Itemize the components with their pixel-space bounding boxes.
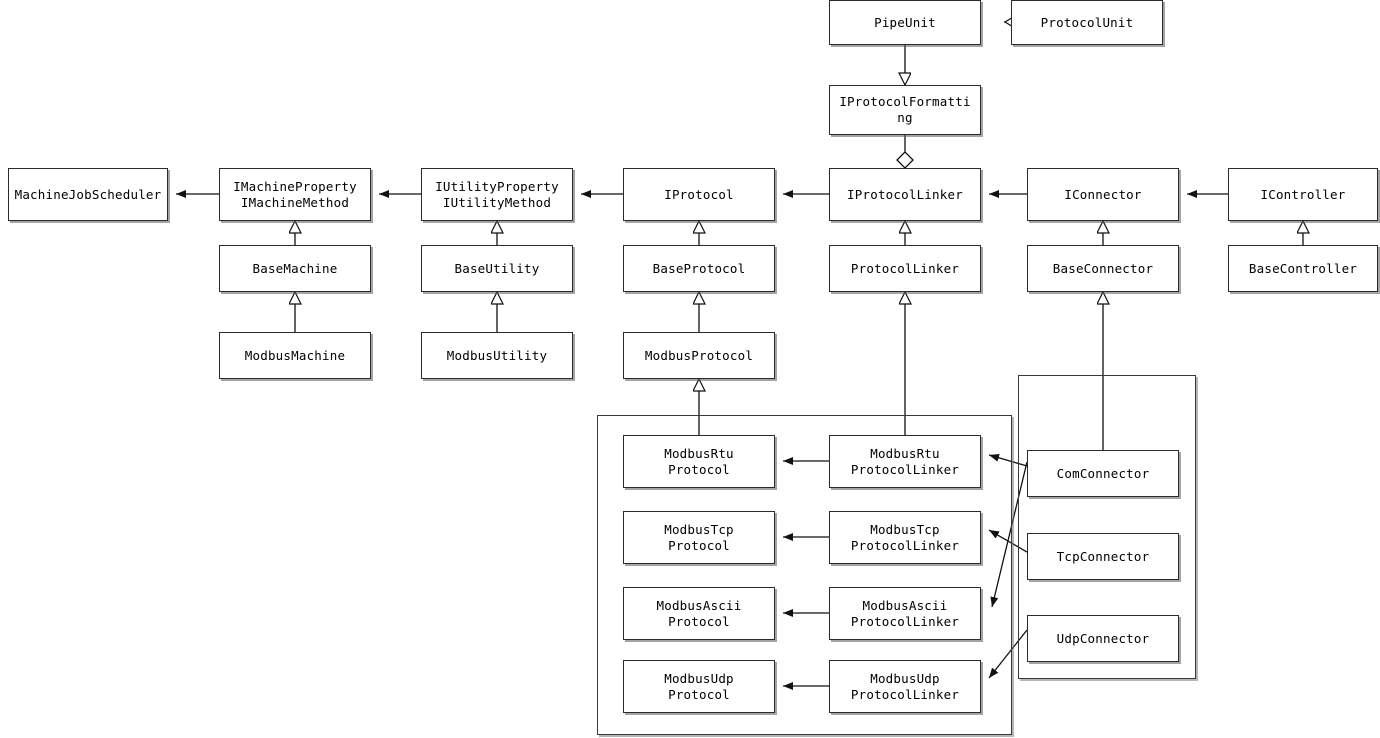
class-node-IProtocol[interactable]: IProtocol — [623, 168, 775, 221]
class-node-label: IProtocolLinker — [847, 186, 963, 202]
class-node-BaseUtility[interactable]: BaseUtility — [421, 245, 573, 292]
class-node-ModbusRtuProtocol[interactable]: ModbusRtu Protocol — [623, 435, 775, 488]
class-node-IController[interactable]: IController — [1228, 168, 1378, 221]
class-node-label: ModbusRtu ProtocolLinker — [850, 445, 960, 477]
class-node-ModbusAsciiProtocolLinker[interactable]: ModbusAscii ProtocolLinker — [829, 587, 981, 640]
class-node-label: UdpConnector — [1056, 630, 1150, 646]
class-node-label: ModbusUdp ProtocolLinker — [850, 670, 960, 702]
class-node-BaseController[interactable]: BaseController — [1228, 245, 1378, 292]
class-node-TcpConnector[interactable]: TcpConnector — [1027, 533, 1179, 580]
class-node-IConnector[interactable]: IConnector — [1027, 168, 1179, 221]
class-node-ModbusTcpProtocol[interactable]: ModbusTcp Protocol — [623, 511, 775, 564]
class-node-label: BaseProtocol — [652, 260, 746, 276]
class-node-label: ModbusUtility — [446, 347, 548, 363]
class-node-label: IMachineProperty IMachineMethod — [233, 178, 357, 210]
class-node-label: PipeUnit — [874, 14, 936, 30]
class-node-label: ModbusAscii Protocol — [656, 597, 742, 629]
class-node-label: IProtocolFormatti ng — [839, 94, 971, 125]
class-node-ModbusProtocol[interactable]: ModbusProtocol — [623, 332, 775, 379]
class-node-label: ProtocolUnit — [1040, 14, 1134, 30]
class-node-BaseConnector[interactable]: BaseConnector — [1027, 245, 1179, 292]
class-node-ProtocolUnit[interactable]: ProtocolUnit — [1011, 0, 1163, 45]
class-node-ComConnector[interactable]: ComConnector — [1027, 450, 1179, 497]
class-node-label: BaseConnector — [1052, 260, 1154, 276]
modbus-protocol-group — [597, 415, 1012, 735]
class-node-ModbusTcpProtocolLinker[interactable]: ModbusTcp ProtocolLinker — [829, 511, 981, 564]
class-node-BaseMachine[interactable]: BaseMachine — [219, 245, 371, 292]
class-node-label: BaseController — [1248, 260, 1358, 276]
connector-group — [1018, 375, 1196, 679]
class-node-label: ModbusTcp Protocol — [664, 521, 734, 553]
class-node-PipeUnit[interactable]: PipeUnit — [829, 0, 981, 45]
class-node-label: BaseMachine — [252, 260, 338, 276]
class-node-label: ModbusRtu Protocol — [664, 445, 734, 477]
class-node-ProtocolLinker[interactable]: ProtocolLinker — [829, 245, 981, 292]
class-node-ModbusUdpProtocolLinker[interactable]: ModbusUdp ProtocolLinker — [829, 660, 981, 713]
class-node-label: ProtocolLinker — [850, 260, 960, 276]
class-node-ModbusMachine[interactable]: ModbusMachine — [219, 332, 371, 379]
class-node-label: IConnector — [1064, 186, 1142, 202]
class-node-label: ModbusUdp Protocol — [664, 670, 734, 702]
class-node-label: IController — [1260, 186, 1346, 202]
class-node-BaseProtocol[interactable]: BaseProtocol — [623, 245, 775, 292]
class-node-ModbusUtility[interactable]: ModbusUtility — [421, 332, 573, 379]
class-node-IUtilityProperty[interactable]: IUtilityProperty IUtilityMethod — [421, 168, 573, 221]
class-node-ModbusRtuProtocolLinker[interactable]: ModbusRtu ProtocolLinker — [829, 435, 981, 488]
class-node-label: ModbusProtocol — [644, 347, 754, 363]
class-node-label: BaseUtility — [454, 260, 540, 276]
class-node-label: ModbusTcp ProtocolLinker — [850, 521, 960, 553]
class-node-label: ComConnector — [1056, 465, 1150, 481]
class-node-IProtocolLinker[interactable]: IProtocolLinker — [829, 168, 981, 221]
class-node-label: MachineJobScheduler — [14, 186, 162, 202]
class-node-label: IProtocol — [664, 186, 734, 202]
class-node-label: ModbusAscii ProtocolLinker — [850, 597, 960, 629]
class-node-IMachineProperty[interactable]: IMachineProperty IMachineMethod — [219, 168, 371, 221]
class-node-label: IUtilityProperty IUtilityMethod — [435, 178, 559, 210]
class-node-label: ModbusMachine — [244, 347, 346, 363]
class-node-IProtocolFormatting[interactable]: IProtocolFormatti ng — [829, 85, 981, 135]
class-node-UdpConnector[interactable]: UdpConnector — [1027, 615, 1179, 662]
class-node-ModbusAsciiProtocol[interactable]: ModbusAscii Protocol — [623, 587, 775, 640]
class-node-MachineJobScheduler[interactable]: MachineJobScheduler — [8, 168, 168, 221]
class-node-ModbusUdpProtocol[interactable]: ModbusUdp Protocol — [623, 660, 775, 713]
class-node-label: TcpConnector — [1056, 548, 1150, 564]
